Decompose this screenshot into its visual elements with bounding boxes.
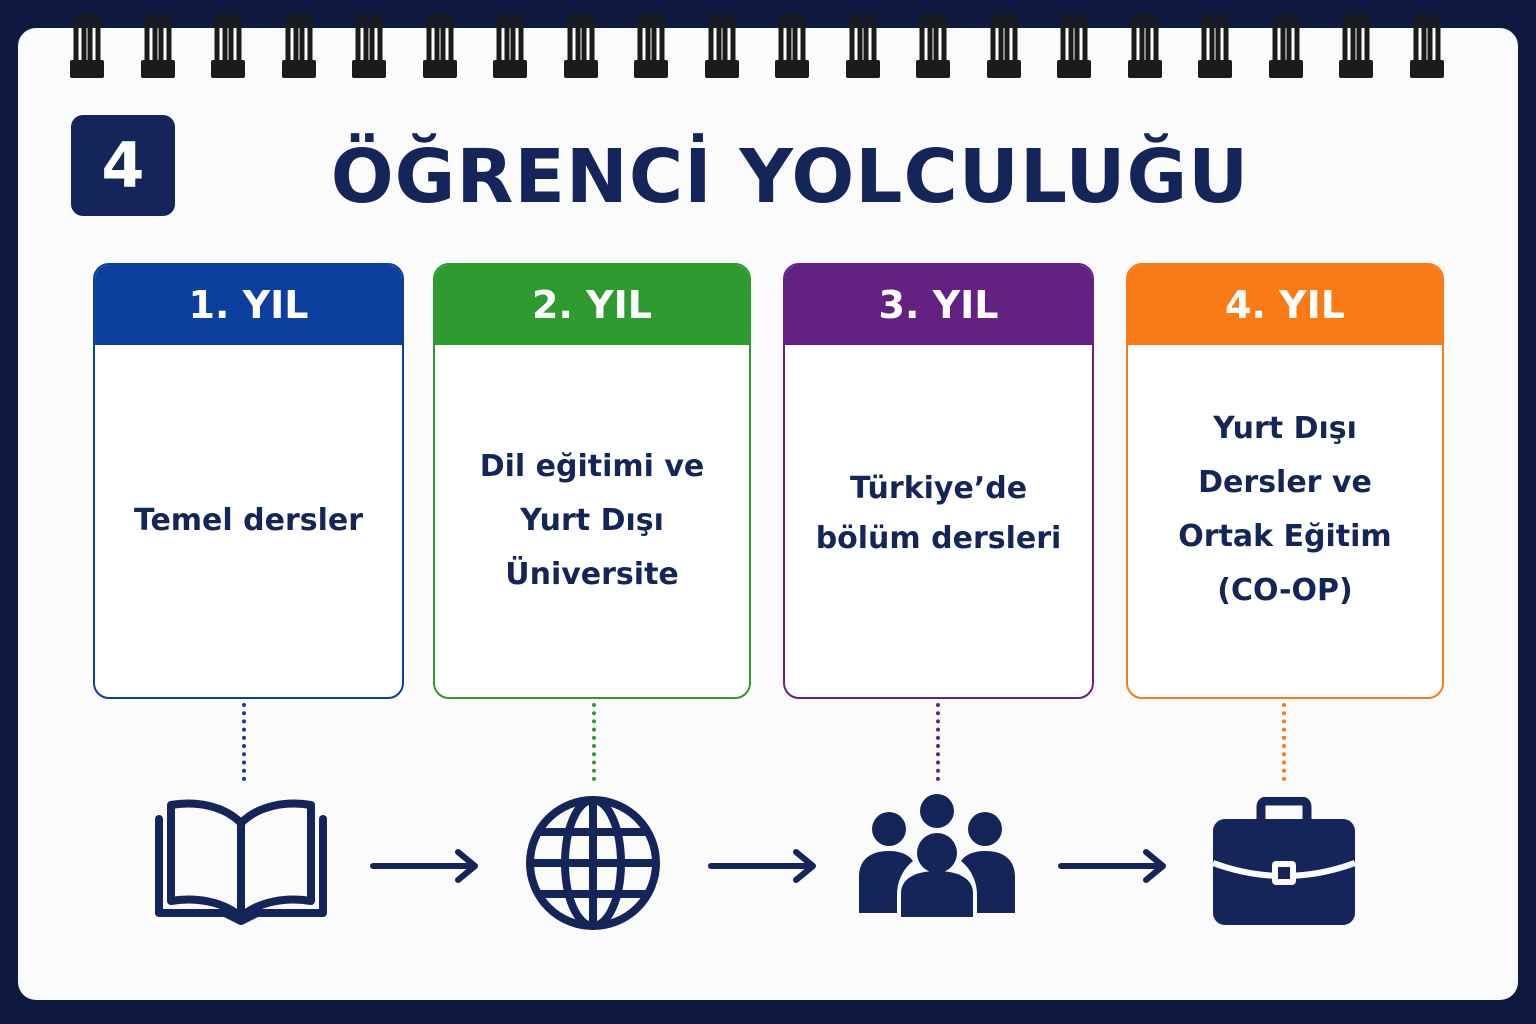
binder-ring: [504, 12, 530, 80]
binder-ring: [293, 12, 319, 80]
group-people-icon: [857, 791, 1017, 921]
year-card-line: bölüm dersleri: [815, 521, 1062, 556]
binder-ring: [152, 12, 178, 80]
year-card-1: 1. YIL Temel dersler: [93, 263, 404, 699]
binder-ring: [1209, 12, 1235, 80]
year-card-4: 4. YIL Yurt Dışı Dersler ve Ortak Eğitim…: [1126, 263, 1444, 699]
binder-ring: [1068, 12, 1094, 80]
year-card-line: Temel dersler: [133, 503, 364, 538]
year-card-text: Yurt Dışı Dersler ve Ortak Eğitim (CO-OP…: [1128, 345, 1442, 697]
binder-ring: [927, 12, 953, 80]
connector-dotted-line: [242, 703, 246, 781]
step-number-badge: 4: [71, 115, 175, 216]
binder-ring: [575, 12, 601, 80]
binder-ring: [1139, 12, 1165, 80]
binder-ring: [1421, 12, 1447, 80]
binder-ring: [222, 12, 248, 80]
binder-ring: [1350, 12, 1376, 80]
year-card-header: 4. YIL: [1128, 265, 1442, 345]
connector-dotted-line: [1282, 703, 1286, 781]
year-card-line: Yurt Dışı: [520, 503, 664, 538]
arrow-right-icon: [708, 848, 818, 884]
year-card-line: Türkiye’de: [849, 471, 1028, 506]
binder-ring: [363, 12, 389, 80]
open-book-icon: [155, 797, 327, 925]
binder-ring: [434, 12, 460, 80]
year-card-line: Yurt Dışı: [1213, 411, 1357, 446]
year-card-line: Üniversite: [505, 557, 679, 592]
year-card-line: Dil eğitimi ve: [479, 449, 705, 484]
year-card-2: 2. YIL Dil eğitimi ve Yurt Dışı Üniversi…: [433, 263, 751, 699]
globe-icon: [524, 794, 662, 932]
arrow-right-icon: [1058, 848, 1168, 884]
binder-ring: [998, 12, 1024, 80]
year-card-text: Temel dersler: [95, 345, 402, 697]
year-card-line: (CO-OP): [1217, 573, 1353, 608]
connector-dotted-line: [592, 703, 596, 781]
connector-dotted-line: [936, 703, 940, 781]
year-card-line: Dersler ve: [1198, 465, 1372, 500]
binder-ring: [786, 12, 812, 80]
binder-ring: [645, 12, 671, 80]
year-card-header: 1. YIL: [95, 265, 402, 345]
year-card-line: Ortak Eğitim: [1178, 519, 1392, 554]
year-card-3: 3. YIL Türkiye’de bölüm dersleri: [783, 263, 1094, 699]
year-card-header: 2. YIL: [435, 265, 749, 345]
page-title: ÖĞRENCİ YOLCULUĞU: [330, 134, 1250, 220]
binder-ring: [1280, 12, 1306, 80]
year-card-header: 3. YIL: [785, 265, 1092, 345]
binder-ring: [81, 12, 107, 80]
year-card-text: Dil eğitimi ve Yurt Dışı Üniversite: [435, 345, 749, 697]
arrow-right-icon: [370, 848, 480, 884]
briefcase-icon: [1211, 797, 1357, 927]
binder-ring: [716, 12, 742, 80]
year-card-text: Türkiye’de bölüm dersleri: [785, 345, 1092, 697]
binder-ring: [857, 12, 883, 80]
